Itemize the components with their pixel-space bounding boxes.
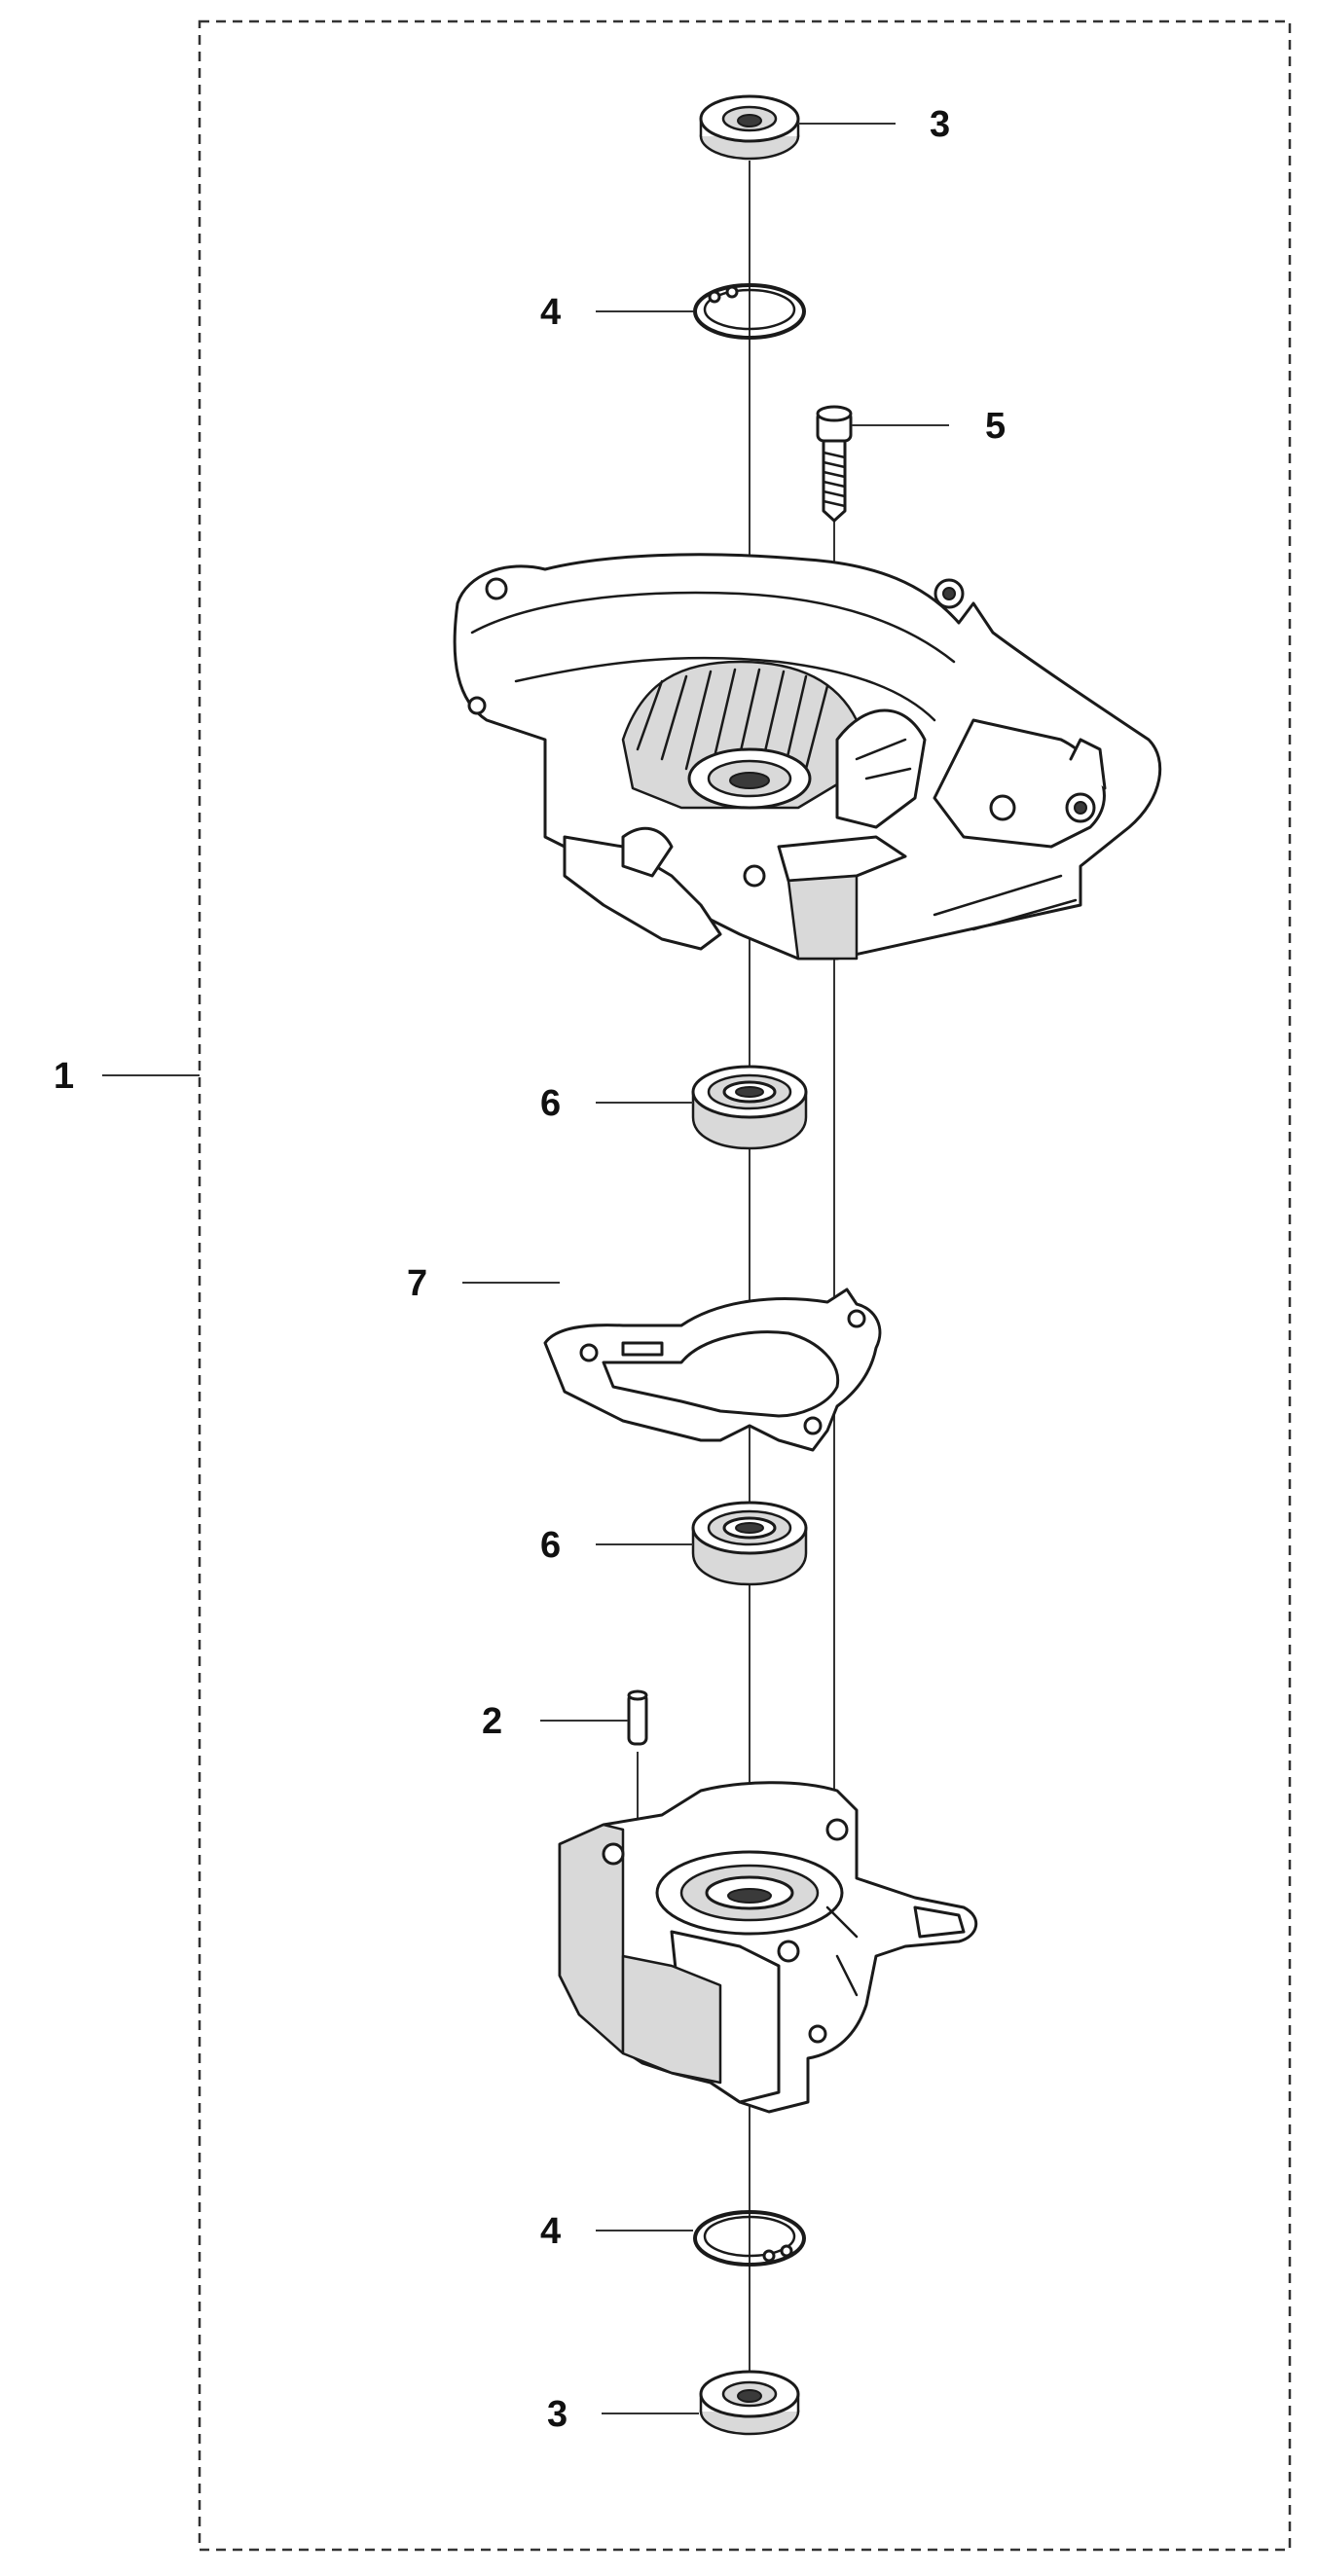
callout-6-bottom: 6 xyxy=(540,1525,561,1566)
ball-bearing-top[interactable] xyxy=(691,1065,808,1150)
circlip-bottom[interactable] xyxy=(693,2210,806,2267)
oil-seal-bottom[interactable] xyxy=(699,2370,800,2436)
callout-2: 2 xyxy=(482,1701,502,1742)
oil-seal-top[interactable] xyxy=(699,94,800,161)
callout-labels: 1 2 3 3 4 4 5 6 6 7 xyxy=(54,104,1006,2435)
callout-7: 7 xyxy=(407,1263,427,1304)
gasket[interactable] xyxy=(543,1288,882,1452)
crankcase-lower-half[interactable] xyxy=(558,1781,977,2114)
ball-bearing-bottom[interactable] xyxy=(691,1501,808,1586)
callout-3-top: 3 xyxy=(930,104,950,145)
crankcase-upper-half[interactable] xyxy=(453,553,1162,961)
assembly-boundary-frame xyxy=(198,19,1292,2552)
callout-6-top: 6 xyxy=(540,1083,561,1124)
callout-4-top: 4 xyxy=(540,292,561,333)
callout-1: 1 xyxy=(54,1056,74,1097)
leader-lines xyxy=(102,123,949,2414)
callout-5: 5 xyxy=(985,406,1006,447)
callout-3-bottom: 3 xyxy=(547,2394,567,2435)
screw[interactable] xyxy=(816,405,853,523)
circlip-top[interactable] xyxy=(693,283,806,340)
callout-4-bottom: 4 xyxy=(540,2211,561,2252)
dowel-pin[interactable] xyxy=(627,1689,648,1746)
